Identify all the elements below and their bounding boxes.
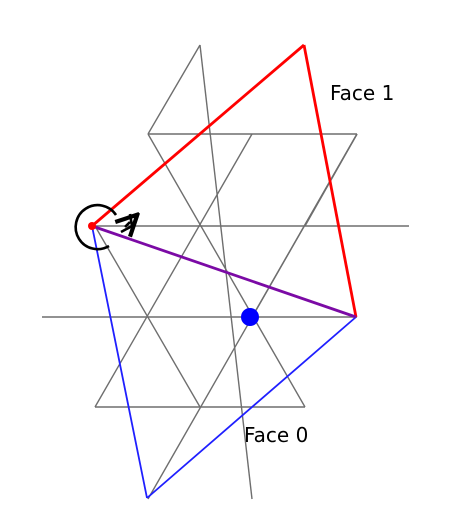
face-0-label: Face 0 <box>244 423 308 447</box>
face-1-label: Face 1 <box>330 81 394 105</box>
pivot-vertex <box>88 222 96 230</box>
face-0-edge-bottom <box>146 316 357 499</box>
center-point <box>241 308 259 326</box>
shared-edge <box>91 224 357 319</box>
face-0-outline <box>91 225 357 499</box>
grid-line-rising-4 <box>147 44 201 135</box>
grid-line-falling-3 <box>94 225 201 408</box>
face-0-edge-left <box>91 225 148 499</box>
face-1-edge-right <box>302 44 358 318</box>
face-1-edge-top <box>91 43 305 228</box>
face-1-outline <box>91 43 358 318</box>
rotation-arrow-icon <box>74 203 132 251</box>
grid-line-rising-1 <box>94 133 253 408</box>
